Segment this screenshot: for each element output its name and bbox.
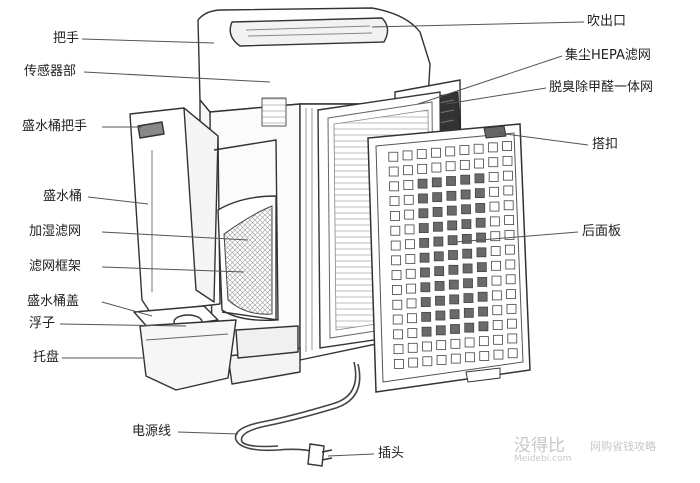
leader-line-humidify-filter bbox=[101, 231, 249, 241]
label-back-panel: 后面板 bbox=[582, 224, 622, 239]
watermark-domain: Meidebi.com bbox=[514, 454, 572, 464]
label-tank-handle: 盛水桶把手 bbox=[22, 119, 88, 134]
leader-line-back-panel bbox=[455, 231, 579, 243]
leader-line-sensor bbox=[83, 71, 271, 83]
plug bbox=[307, 443, 333, 467]
label-filter-frame: 滤网框架 bbox=[29, 259, 82, 274]
leader-line-float bbox=[59, 323, 187, 327]
label-tank-cap: 盛水桶盖 bbox=[27, 294, 80, 309]
panel-grille-holes bbox=[388, 141, 518, 369]
leader-line-clip bbox=[497, 132, 589, 146]
watermark-brand: 没得比 bbox=[514, 436, 565, 456]
label-water-tank: 盛水桶 bbox=[43, 189, 83, 204]
label-float: 浮子 bbox=[29, 316, 56, 331]
label-clip: 搭扣 bbox=[592, 137, 619, 152]
leader-line-power-cord bbox=[177, 431, 239, 435]
leader-line-water-tank bbox=[87, 196, 149, 205]
filter-frame-arc bbox=[213, 139, 279, 321]
leader-line-tank-cap bbox=[101, 301, 153, 317]
label-power-cord: 电源线 bbox=[132, 424, 172, 439]
label-tray: 托盘 bbox=[33, 350, 60, 365]
label-plug: 插头 bbox=[378, 446, 405, 461]
watermark-slogan: 网购省钱攻略 bbox=[590, 440, 656, 453]
label-humidify-filter: 加湿滤网 bbox=[29, 224, 82, 239]
label-handle: 把手 bbox=[53, 31, 80, 46]
water-tank bbox=[129, 107, 221, 313]
tray bbox=[133, 305, 299, 391]
back-panel bbox=[367, 123, 531, 393]
label-hepa-filter: 集尘HEPA滤网 bbox=[565, 48, 651, 63]
label-outlet: 吹出口 bbox=[587, 14, 627, 29]
label-sensor: 传感器部 bbox=[24, 64, 77, 79]
leader-line-outlet bbox=[371, 21, 585, 28]
leader-line-plug bbox=[327, 453, 375, 457]
leader-lines bbox=[59, 21, 589, 457]
leader-line-deodor-filter bbox=[445, 87, 547, 105]
leader-line-handle bbox=[81, 38, 215, 44]
label-deodor-filter: 脱臭除甲醛一体网 bbox=[549, 80, 654, 95]
leader-line-filter-frame bbox=[101, 266, 245, 273]
power-cord bbox=[234, 361, 361, 453]
leader-line-hepa-filter bbox=[417, 55, 563, 105]
